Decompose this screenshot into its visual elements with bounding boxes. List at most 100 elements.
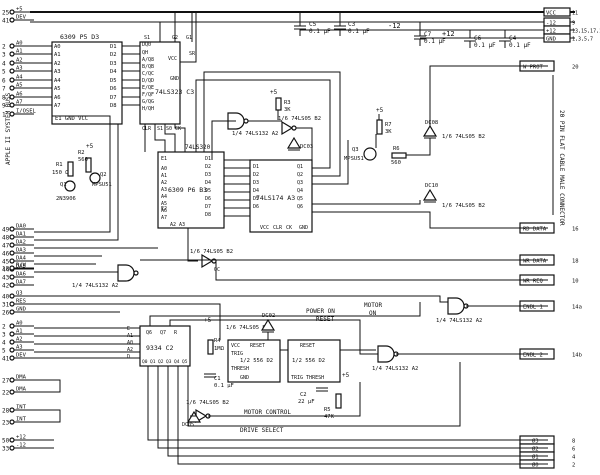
left-pin: 25+5 [2, 7, 34, 17]
chip-a3-name: 74LS174 A3 [256, 194, 295, 202]
left-pin-number: 28 [2, 408, 10, 415]
left-pin-number: 45 [2, 259, 10, 266]
d3-out-pin: D1 [110, 44, 117, 50]
label-motor-control: MOTOR CONTROL [244, 409, 291, 416]
capacitor-c1: C1 0.1 µF [204, 373, 234, 389]
left-pin-number: 4 [2, 340, 6, 347]
diode-dc08-ref: DC08 [425, 120, 438, 126]
left-pin-label: INT [16, 417, 27, 423]
d3-out-pin: D3 [110, 61, 117, 67]
chip-74ls323-c3: 74LS323 C3 DQ0QHA/Q8B/QBC/QCD/QDE/QEF/QF… [139, 35, 196, 132]
left-pin-terminal [9, 102, 15, 108]
left-pin-number: 6 [2, 78, 6, 85]
right-power-pins: 11 [572, 11, 578, 17]
timer-a-gnd: GND [240, 375, 249, 381]
left-pin-label: A4 [16, 75, 23, 81]
c7-value: 0.1 µF [424, 38, 446, 45]
right-signal-label: WR DATA [523, 259, 547, 265]
c3-pin: A/Q8 [142, 57, 154, 63]
c3-pin: B/QB [142, 64, 154, 70]
chip-556-d2-b: 1/2 556 D2 RESET TRIG THRESH [287, 339, 341, 383]
c2-side-pin: D [127, 354, 130, 360]
left-pin-terminal [9, 250, 15, 256]
label-motor-on-1: MOTOR [364, 302, 382, 309]
diode-dc03-ref: DC03 [300, 144, 313, 150]
left-pin-terminal [9, 437, 15, 443]
capacitor-c2: C2 22 µF [298, 387, 328, 405]
label-plus5-timer: +5 [342, 372, 350, 379]
left-pin-label: Q3 [16, 291, 23, 297]
timer-b-trig: TRIG THRESH [291, 375, 324, 381]
right-power-pins: 13,15,17,19 [572, 29, 600, 35]
d3-addr-pin: A7 [54, 103, 61, 109]
b3-pin: D6 [205, 196, 211, 202]
gate-b2-mid-oc: OC [214, 267, 220, 273]
right-signal-pin-number: 14a [572, 305, 582, 311]
right-phase-pin-number: 8 [572, 439, 575, 445]
nand-gate-a2-top: 1/4 74LS132 A2 [227, 112, 278, 137]
c3-misc-vcc: VCC [168, 56, 177, 62]
left-pin-number: 4 [2, 61, 6, 68]
left-pin-label: DEV [16, 353, 27, 359]
c2-bottom-pin: Q5 [182, 359, 188, 365]
c3-pin: DQ0 [142, 42, 151, 48]
right-phase-pin-number: 2 [572, 463, 575, 469]
c2-side-pin: E [127, 326, 130, 332]
left-pin-terminal [9, 293, 15, 299]
right-connector-label: 20 PIN FLAT CABLE MALE CONNECTOR [558, 110, 565, 226]
timer-b-name: 1/2 556 D2 [292, 358, 325, 364]
inverter-gate-b2-top: 1/6 74LS05 B2 [278, 116, 321, 136]
c3-misc-s1: S1 [144, 35, 150, 41]
right-phase-label: Ø3 [532, 438, 539, 445]
left-pin-terminal [9, 419, 15, 425]
c2-top-pin: Q6 [146, 330, 152, 336]
left-pin-label: A1 [16, 329, 23, 335]
left-pin-label: A6 [16, 92, 23, 98]
c2-bottom-pin: Q0 [142, 359, 148, 365]
r5-value: 47K [324, 414, 335, 420]
left-pin-terminal [9, 60, 15, 66]
right-power-label: GND [546, 37, 556, 43]
left-pin-label: RES [16, 299, 26, 305]
c3-misc-sr: SR [189, 51, 196, 57]
left-pin-number: 2 [2, 44, 6, 51]
capacitor-c3: C3 0.1 µF [334, 12, 370, 36]
timer-b-reset: RESET [300, 343, 315, 349]
c3-misc-g1: G1 [186, 35, 192, 41]
r4-value: 1MΩ [214, 346, 225, 352]
timer-a-vcc: VCC [231, 343, 240, 349]
a3-pin: D6 [253, 204, 259, 210]
right-signal-label: ENBL 1 [523, 305, 543, 311]
right-phase-label: Ø0 [532, 462, 539, 469]
d3-addr-pin: A0 [54, 44, 61, 50]
c2-bottom-pin: Q4 [174, 359, 180, 365]
left-pin-terminal [9, 265, 15, 271]
chip-c2-name: 9334 C2 [146, 344, 173, 352]
right-power-pins: 1,3,5,7 [572, 37, 593, 43]
left-pin-number: 3 [2, 332, 6, 339]
a3-pin: CK [286, 225, 292, 231]
d3-addr-pin: A4 [54, 78, 61, 84]
left-pin-label: DA0 [16, 224, 26, 230]
a3-pin: Q1 [297, 164, 303, 170]
r2-ref: R2 [78, 150, 85, 156]
a3-pin: Q3 [297, 180, 303, 186]
c2-side-pin: A2 [127, 347, 133, 353]
resistor-r6: R6 560 [391, 146, 407, 166]
left-pin-number: 22 [2, 390, 10, 397]
chip-d3-name: 6309 P5 D3 [60, 33, 99, 41]
c5-value: 0.1 µF [309, 28, 331, 35]
left-pin-number: 33 [2, 446, 10, 453]
c2-bottom-pin: Q1 [150, 359, 156, 365]
right-signal-label: ENBL 2 [523, 353, 543, 359]
left-pin-terminal [9, 242, 15, 248]
right-power-label: VCC [546, 11, 556, 17]
